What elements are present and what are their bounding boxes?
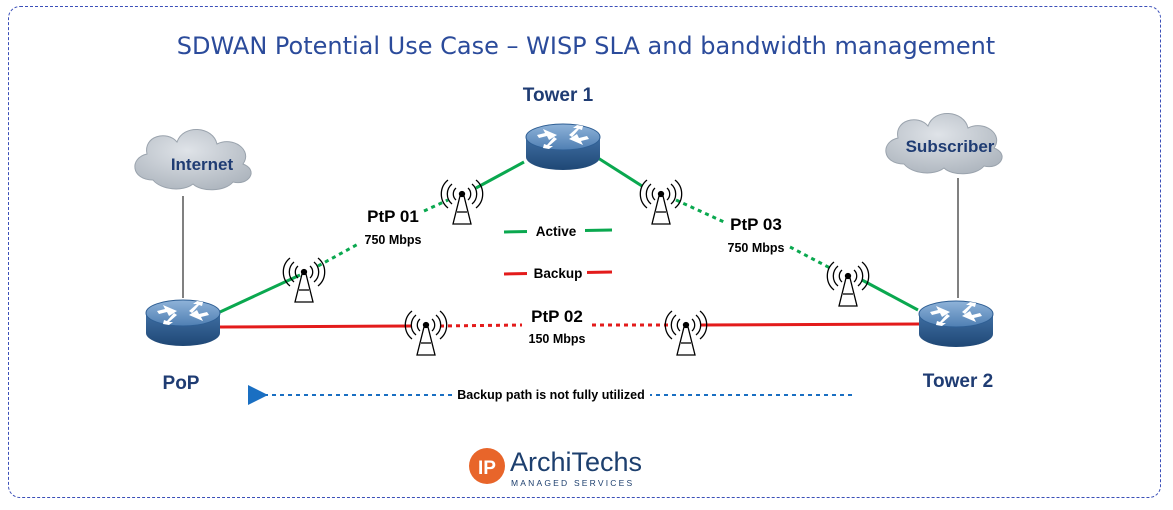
diagram-frame [8,6,1161,498]
antenna-icon [639,179,683,225]
diagram-title: SDWAN Potential Use Case – WISP SLA and … [177,32,995,60]
legend-backup: Backup [503,264,613,282]
ptp01-bandwidth: 750 Mbps [365,233,422,247]
tower2-label: Tower 2 [923,371,993,392]
tower2-router-icon [918,300,994,348]
internet-label: Internet [171,155,234,174]
ptp01-label: PtP 01 [367,207,419,226]
ptp02-link [219,322,921,329]
svg-text:MANAGED SERVICES: MANAGED SERVICES [511,478,634,488]
pop-router-icon [145,299,221,347]
svg-text:ArchiTechs: ArchiTechs [510,447,642,477]
legend-active: Active [503,222,613,240]
ptp02-label: PtP 02 [531,307,583,326]
architechs-logo: IP ArchiTechs MANAGED SERVICES [469,447,642,488]
ptp03-label: PtP 03 [730,215,782,234]
antenna-icon [664,310,708,356]
legend-backup-label: Backup [534,266,583,281]
ptp02-bandwidth: 150 Mbps [529,332,586,346]
ptp03-link [597,156,919,312]
antenna-icon [826,261,870,307]
ptp01-link [219,160,525,314]
svg-text:IP: IP [478,458,496,479]
pop-label: PoP [163,373,200,394]
ptp03-bandwidth: 750 Mbps [728,241,785,255]
tower1-label: Tower 1 [523,85,594,106]
tower1-router-icon [525,123,601,171]
backup-note: Backup path is not fully utilized [248,385,852,405]
backup-note-label: Backup path is not fully utilized [457,388,645,402]
antenna-icon [404,310,448,356]
subscriber-label: Subscriber [906,137,995,156]
legend-active-label: Active [536,224,577,239]
